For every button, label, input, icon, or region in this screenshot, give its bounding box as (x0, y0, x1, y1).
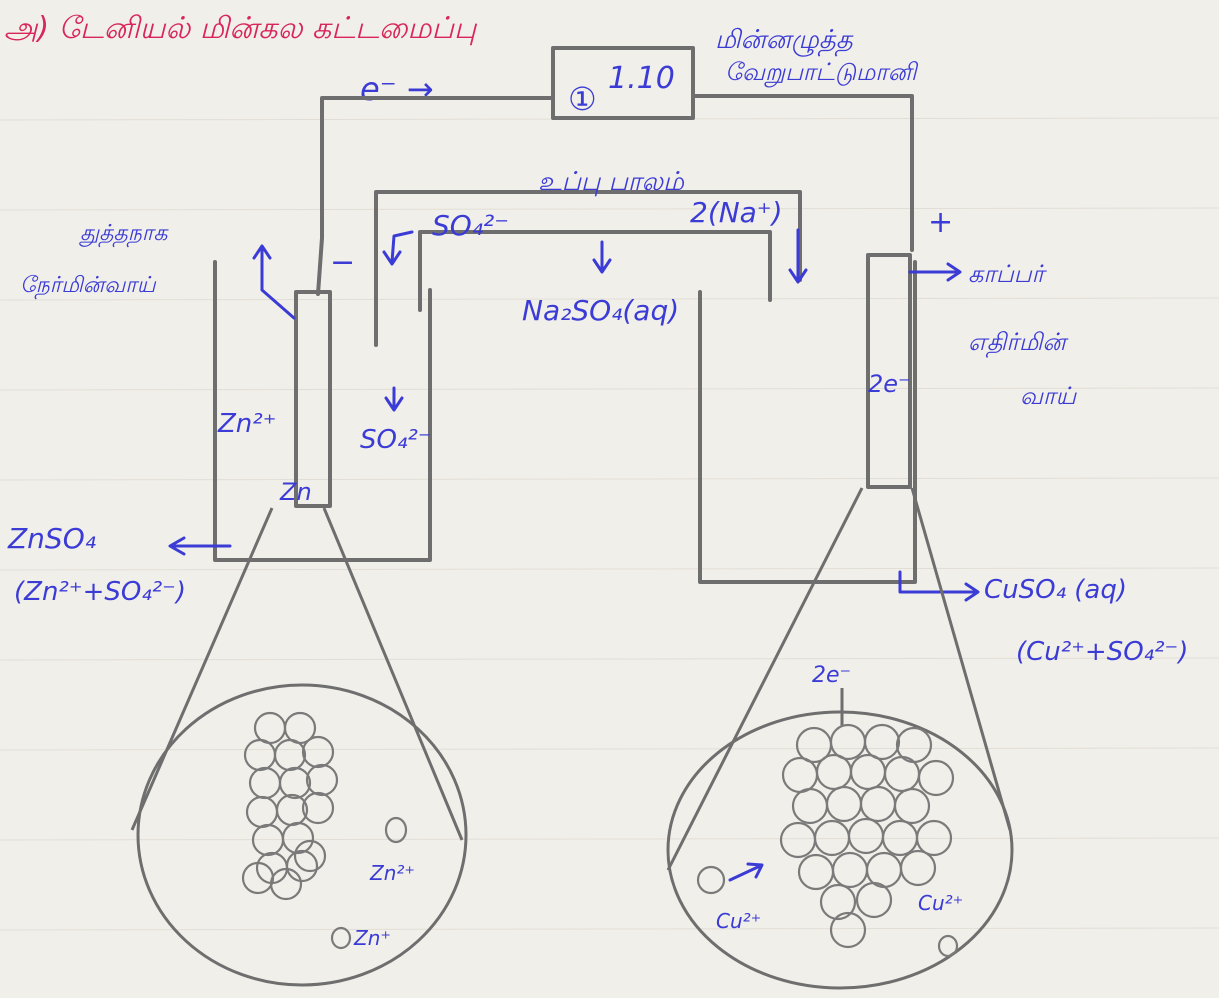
anode-label-2: நேர்மின்வாய் (20, 273, 157, 300)
zoom-right-electrons: 2e⁻ (812, 663, 851, 688)
zoom-left-ion1: Zn²⁺ (369, 861, 415, 885)
sulfate-arrow (384, 232, 412, 264)
cathode-label-2: எதிர்மின் (968, 328, 1069, 358)
anode-sign: − (330, 245, 355, 280)
sodium-arrow (790, 230, 806, 282)
anode-solution-formula: ZnSO₄ (7, 522, 96, 555)
anode-sulfate-arrow (386, 388, 402, 410)
solution-arrow (594, 242, 610, 272)
anode-sulfate: SO₄²⁻ (360, 425, 432, 455)
zoom-right-ion-arrow (730, 864, 762, 880)
anode-ion: Zn²⁺ (217, 409, 276, 439)
anode-label-1: துத்தநாக (78, 221, 169, 248)
zoom-left-ion2: Zn⁺ (353, 926, 391, 950)
salt-bridge-label: உப்பு பாலம் (538, 167, 685, 197)
cathode-solution-ions: (Cu²⁺+SO₄²⁻) (1016, 637, 1188, 667)
zoom-circle-right (668, 712, 1012, 988)
zoom-right-ion1: Cu²⁺ (716, 909, 761, 933)
cathode-label-1: காப்பர் (968, 260, 1048, 288)
anode-solution-ions: (Zn²⁺+SO₄²⁻) (14, 577, 186, 607)
cathode-sign: + (928, 205, 953, 240)
zoom-right-ion-dot (939, 936, 957, 956)
anode-label-arrow (254, 246, 294, 318)
cathode-label-3: வாய் (1020, 382, 1078, 410)
right-beaker (700, 262, 915, 582)
anode-solution-arrow (170, 538, 230, 554)
zinc-electrode (296, 292, 330, 506)
zoom-right-ion2: Cu²⁺ (918, 891, 963, 915)
voltmeter-symbol: ① (568, 80, 597, 118)
zoom-left-ion-dot (332, 928, 350, 948)
electron-flow-label: e⁻ → (360, 70, 434, 108)
cathode-electrons: 2e⁻ (868, 370, 911, 398)
salt-bridge-sulfate: SO₄²⁻ (432, 209, 509, 242)
cathode-label-arrow (910, 264, 960, 280)
voltmeter-label-2: வேறுபாட்டுமானி (725, 58, 919, 88)
voltmeter-reading: 1.10 (608, 61, 675, 96)
salt-bridge-solution: Na₂SO₄(aq) (522, 294, 679, 327)
zoom-cone-left (132, 508, 462, 840)
paper-lines (0, 118, 1219, 930)
cathode-solution-formula: CuSO₄ (aq) (984, 575, 1127, 605)
voltmeter-label-1: மின்னழுத்த (715, 25, 854, 57)
salt-bridge-sodium: 2(Na⁺) (690, 196, 783, 229)
heading: அ) டேனியல் மின்கல கட்டமைப்பு (4, 11, 478, 46)
anode-metal: Zn (279, 478, 312, 506)
